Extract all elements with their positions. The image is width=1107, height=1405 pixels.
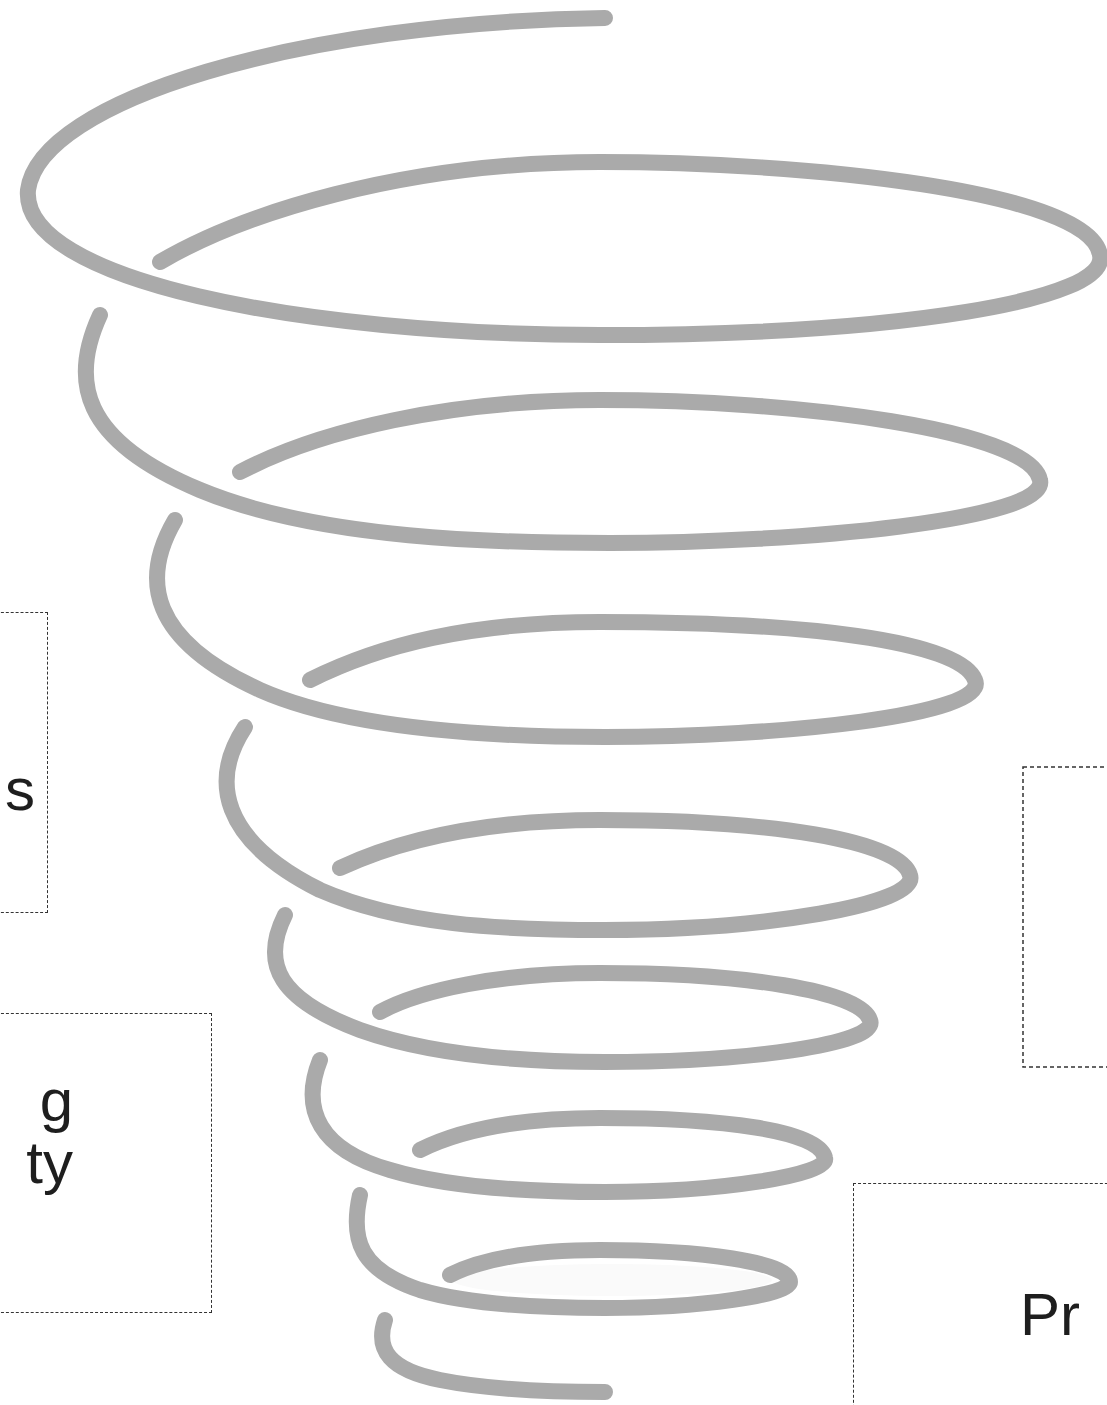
dashed-box: Pr (853, 1183, 1107, 1405)
spiral-ring (28, 18, 1101, 335)
box-text: g ty (3, 1070, 73, 1194)
dashed-box: g ty (0, 1013, 212, 1313)
spiral-ring (357, 1195, 790, 1308)
dashed-box: s (0, 612, 48, 913)
spiral-core (452, 1264, 772, 1296)
spiral-ring (275, 915, 871, 1062)
spiral-ring (382, 1320, 605, 1392)
spiral-ring (157, 520, 976, 737)
empty-dashed-box (1023, 767, 1107, 1067)
box-text: s (5, 759, 41, 821)
spiral-ring (227, 727, 911, 930)
spiral-ring (313, 1060, 826, 1192)
spiral-ring (86, 315, 1041, 543)
box-text: Pr (1020, 1284, 1100, 1346)
